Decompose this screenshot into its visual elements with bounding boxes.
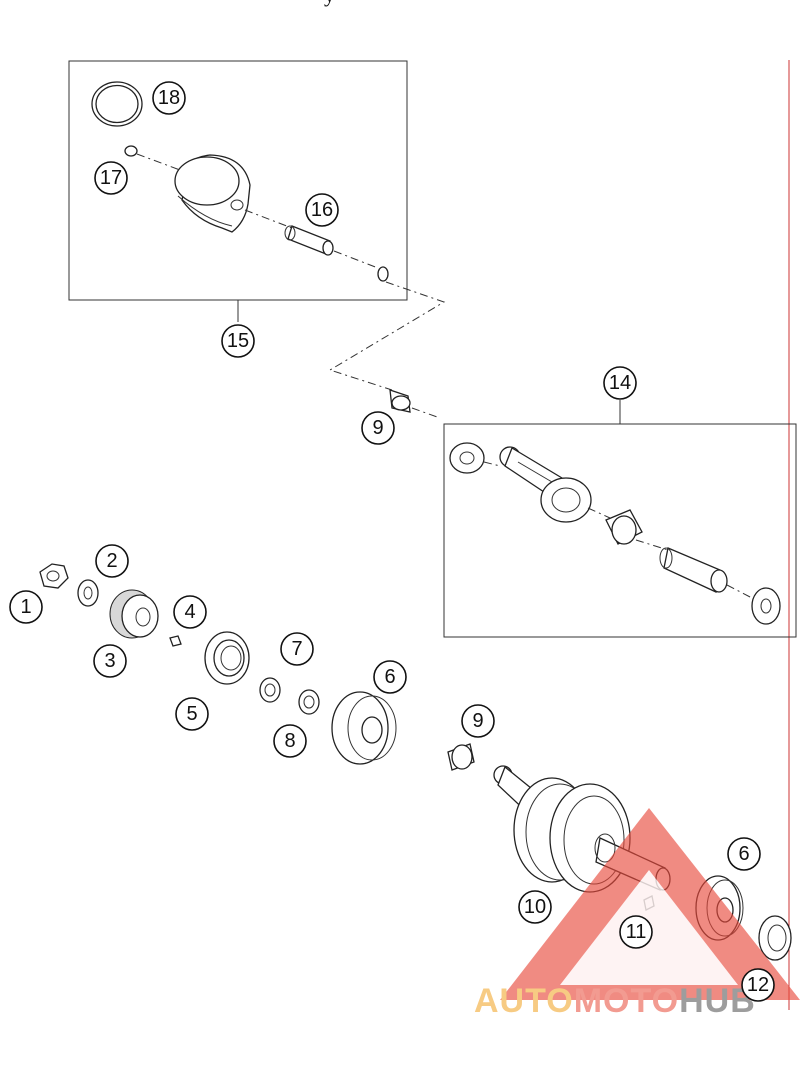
watermark-auto: AUTO: [474, 982, 574, 1020]
oil-seal-right: [758, 915, 792, 961]
svg-text:9: 9: [372, 417, 383, 439]
callout-6-right: 6: [727, 837, 761, 871]
callout-15: 15: [221, 324, 255, 358]
callout-8: 8: [273, 724, 307, 758]
conrod-kit-box: [443, 400, 797, 638]
main-bearing-left: [331, 691, 397, 765]
callout-9-upper: 9: [361, 411, 395, 445]
svg-text:5: 5: [186, 703, 197, 725]
big-end-bearing: [605, 509, 643, 545]
shim-7: [259, 677, 281, 703]
svg-text:11: 11: [626, 921, 647, 943]
needle-bearing-lower: [447, 743, 475, 771]
svg-text:8: 8: [284, 730, 295, 752]
callout-12: 12: [741, 968, 775, 1002]
svg-text:1: 1: [20, 596, 31, 618]
top-cut-text: y: [324, 0, 335, 7]
svg-text:6: 6: [738, 843, 749, 865]
callout-2: 2: [95, 544, 129, 578]
svg-text:3: 3: [104, 650, 115, 672]
svg-text:16: 16: [311, 199, 333, 221]
callout-16: 16: [305, 193, 339, 227]
callout-18: 18: [152, 81, 186, 115]
callout-1: 1: [9, 590, 43, 624]
oil-seal-left: [204, 631, 250, 685]
callout-3: 3: [93, 644, 127, 678]
piston-ring: [91, 81, 143, 127]
thrust-washer-left: [449, 442, 485, 474]
callout-14: 14: [603, 366, 637, 400]
callout-11: 11: [619, 915, 653, 949]
svg-text:18: 18: [158, 87, 180, 109]
callout-6-left: 6: [373, 660, 407, 694]
primary-gear: [109, 589, 159, 639]
svg-text:6: 6: [384, 666, 395, 688]
piston-kit-box: [68, 60, 408, 322]
svg-text:17: 17: [100, 167, 122, 189]
svg-text:15: 15: [227, 330, 249, 352]
svg-text:14: 14: [609, 372, 631, 394]
piston-pin: [284, 225, 334, 256]
crank-pin: [659, 547, 728, 593]
svg-text:7: 7: [291, 638, 302, 660]
svg-text:10: 10: [524, 896, 546, 918]
callout-4: 4: [173, 595, 207, 629]
watermark-moto: MOTO: [574, 982, 679, 1020]
thrust-washer-right: [751, 587, 781, 625]
piston: [174, 154, 251, 233]
woodruff-key: [169, 635, 182, 647]
svg-text:4: 4: [184, 601, 195, 623]
circlip-right: [377, 266, 389, 282]
callout-5: 5: [175, 697, 209, 731]
svg-text:AUTOMOTOHUB: AUTOMOTOHUB: [474, 982, 756, 1020]
svg-text:9: 9: [472, 710, 483, 732]
callout-7: 7: [280, 632, 314, 666]
circlip-left: [124, 145, 138, 157]
needle-bearing-upper: [389, 389, 411, 413]
connecting-rod: [499, 446, 592, 523]
svg-text:12: 12: [747, 974, 769, 996]
callout-9-lower: 9: [461, 704, 495, 738]
callout-17: 17: [94, 161, 128, 195]
svg-text:2: 2: [106, 550, 117, 572]
callout-10: 10: [518, 890, 552, 924]
hex-nut: [39, 563, 69, 589]
washer: [77, 579, 99, 607]
shim-8: [298, 689, 320, 715]
